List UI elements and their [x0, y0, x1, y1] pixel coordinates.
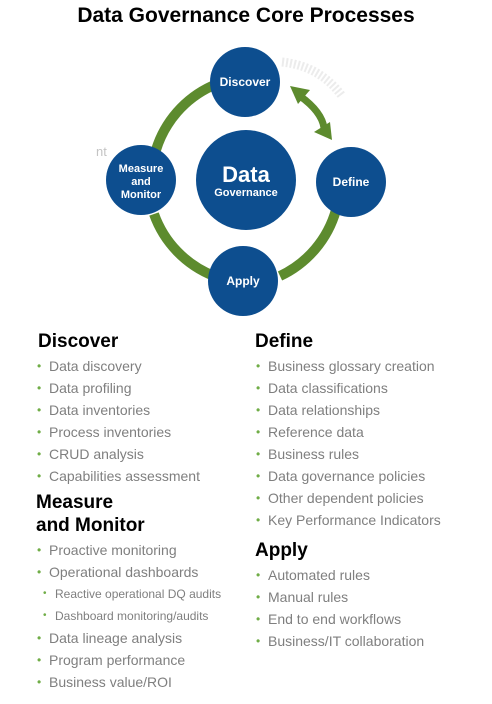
center-node: Data Governance: [196, 130, 296, 230]
list-item: Business value/ROI: [36, 671, 256, 693]
double-arrow-icon: [290, 86, 332, 140]
list-item: Reference data: [255, 421, 485, 443]
section-measure-heading-line1: Measure: [36, 492, 114, 513]
sub-list-item: Reactive operational DQ audits: [36, 583, 256, 605]
list-item: Operational dashboards: [36, 561, 256, 583]
faint-backdrop-fragment: [281, 57, 346, 99]
section-apply-heading: Apply: [255, 540, 308, 561]
list-item: Data governance policies: [255, 465, 485, 487]
list-item: Business rules: [255, 443, 485, 465]
list-item: Proactive monitoring: [36, 539, 256, 561]
list-item: Data relationships: [255, 399, 485, 421]
right-column: Define Business glossary creation Data c…: [255, 330, 485, 652]
list-item: Data inventories: [36, 399, 256, 421]
list-item: Data classifications: [255, 377, 485, 399]
arc-measure-to-apply: [149, 212, 216, 281]
define-list: Business glossary creation Data classifi…: [255, 355, 485, 531]
list-item: Data profiling: [36, 377, 256, 399]
list-item: CRUD analysis: [36, 443, 256, 465]
sub-list-item: Dashboard monitoring/audits: [36, 605, 256, 627]
arc-discover-to-measure: [151, 81, 215, 152]
node-measure-label-line3: Monitor: [121, 189, 162, 201]
section-define-heading: Define: [255, 331, 314, 352]
apply-list: Automated rules Manual rules End to end …: [255, 564, 485, 652]
list-item: Process inventories: [36, 421, 256, 443]
section-apply: Apply Automated rules Manual rules End t…: [255, 539, 485, 652]
center-label-line2: Governance: [214, 187, 278, 199]
node-apply: Apply: [208, 246, 278, 316]
list-item: Other dependent policies: [255, 487, 485, 509]
list-item: Data lineage analysis: [36, 627, 256, 649]
section-discover: Discover Data discovery Data profiling D…: [36, 330, 256, 487]
list-item: Key Performance Indicators: [255, 509, 485, 531]
node-measure-monitor: Measure and Monitor: [106, 145, 176, 215]
list-item: Automated rules: [255, 564, 485, 586]
list-item: Capabilities assessment: [36, 465, 256, 487]
list-item: Data discovery: [36, 355, 256, 377]
node-discover: Discover: [210, 47, 280, 117]
list-item: Business/IT collaboration: [255, 630, 485, 652]
left-column: Discover Data discovery Data profiling D…: [36, 330, 256, 693]
page-title: Data Governance Core Processes: [77, 4, 415, 27]
section-define: Define Business glossary creation Data c…: [255, 330, 485, 531]
center-label-line1: Data: [222, 162, 270, 187]
process-cycle-diagram: Data Governance Discover Define Apply Me…: [106, 47, 386, 316]
discover-list: Data discovery Data profiling Data inven…: [36, 355, 256, 487]
node-define: Define: [316, 147, 386, 217]
list-item: Business glossary creation: [255, 355, 485, 377]
node-discover-label: Discover: [220, 75, 271, 89]
section-measure-monitor: Measure and Monitor Proactive monitoring…: [36, 491, 256, 693]
measure-list: Proactive monitoring Operational dashboa…: [36, 539, 256, 693]
section-measure-heading-line2: and Monitor: [36, 515, 145, 536]
arc-apply-to-define: [277, 208, 341, 281]
section-discover-heading: Discover: [38, 331, 119, 352]
list-item: Program performance: [36, 649, 256, 671]
list-item: Manual rules: [255, 586, 485, 608]
node-define-label: Define: [333, 175, 370, 189]
faint-ghost-text: nt: [96, 144, 107, 159]
cycle-ring: [149, 81, 341, 281]
node-measure-label-line1: Measure: [119, 163, 164, 175]
list-item: End to end workflows: [255, 608, 485, 630]
node-apply-label: Apply: [226, 274, 260, 288]
node-measure-label-line2: and: [131, 176, 151, 188]
